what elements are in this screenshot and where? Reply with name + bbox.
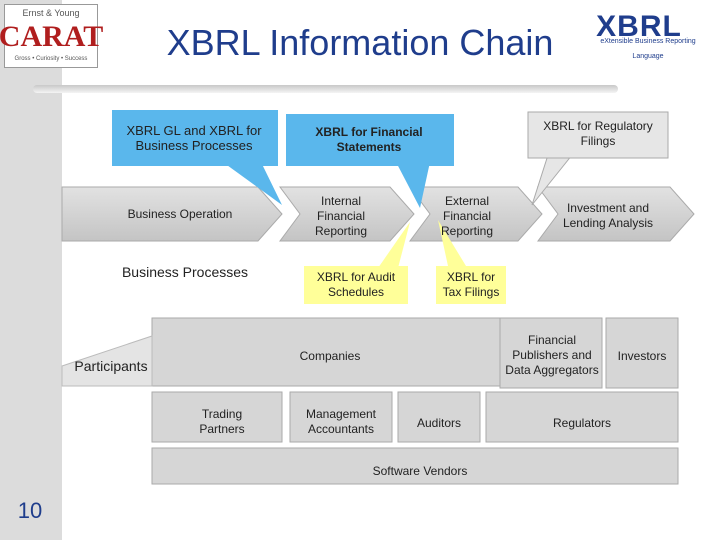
page-number: 10 <box>17 498 43 523</box>
page-title: XBRL Information Chain <box>166 22 554 63</box>
management-box <box>289 391 393 443</box>
vendors-label: Software Vendors <box>372 463 468 478</box>
participants-arrow <box>61 335 153 387</box>
callout-tax-pointer <box>438 220 466 266</box>
trading-box <box>151 391 283 443</box>
arrow-business-operation <box>61 186 283 242</box>
xbrl-logo-text: XBRL <box>596 9 682 43</box>
arrow-investment <box>537 186 695 242</box>
auditors-label: Auditors <box>416 415 462 430</box>
callout-gl-text: XBRL GL and XBRL for Business Processes <box>126 123 262 153</box>
callout-financial-text: XBRL for Financial Statements <box>315 125 423 154</box>
arrow-internal <box>279 186 415 242</box>
publishers-label: Financial Publishers and Data Aggregator… <box>505 332 599 377</box>
internal-label: Internal Financial Reporting <box>314 193 368 238</box>
regulators-label: Regulators <box>552 415 612 430</box>
callout-audit-pointer <box>378 222 410 268</box>
logo-line3: Gross • Curiosity • Success <box>14 55 88 62</box>
auditors-box <box>397 391 481 443</box>
callout-regulatory-box <box>527 111 669 159</box>
trading-label: Trading Partners <box>199 407 245 436</box>
vendors-box <box>151 447 679 485</box>
publishers-box <box>499 317 603 389</box>
arrow-external <box>409 186 543 242</box>
logo-line1: Ernst & Young <box>22 7 80 18</box>
callout-audit-box <box>304 266 408 304</box>
xbrl-logo: XBRL eXtensible Business Reporting Langu… <box>584 10 714 62</box>
carat-logo: Ernst & Young CARAT Gross • Curiosity • … <box>0 4 104 68</box>
investors-box <box>605 317 679 389</box>
companies-label: Companies <box>299 348 361 363</box>
callout-audit-text: XBRL for Audit Schedules <box>316 270 396 299</box>
investors-label: Investors <box>617 348 667 363</box>
callout-tax-text: XBRL for Tax Filings <box>442 270 500 299</box>
participants-label: Participants <box>74 357 148 374</box>
callout-gl-pointer <box>220 160 282 205</box>
investment-label: Investment and Lending Analysis <box>562 201 654 230</box>
callout-tax-box <box>436 266 506 304</box>
callout-financial-pointer <box>396 162 430 208</box>
callout-gl-box <box>112 110 278 166</box>
business-processes-label: Business Processes <box>121 263 249 280</box>
management-label: Management Accountants <box>305 407 377 436</box>
title-divider <box>33 85 618 93</box>
business-operation-label: Business Operation <box>127 206 233 221</box>
external-label: External Financial Reporting <box>440 193 494 238</box>
callout-regulatory-text: XBRL for Regulatory Filings <box>543 119 653 148</box>
callout-financial-box <box>286 114 454 166</box>
regulators-box <box>485 391 679 443</box>
logo-line2: CARAT <box>0 19 104 53</box>
